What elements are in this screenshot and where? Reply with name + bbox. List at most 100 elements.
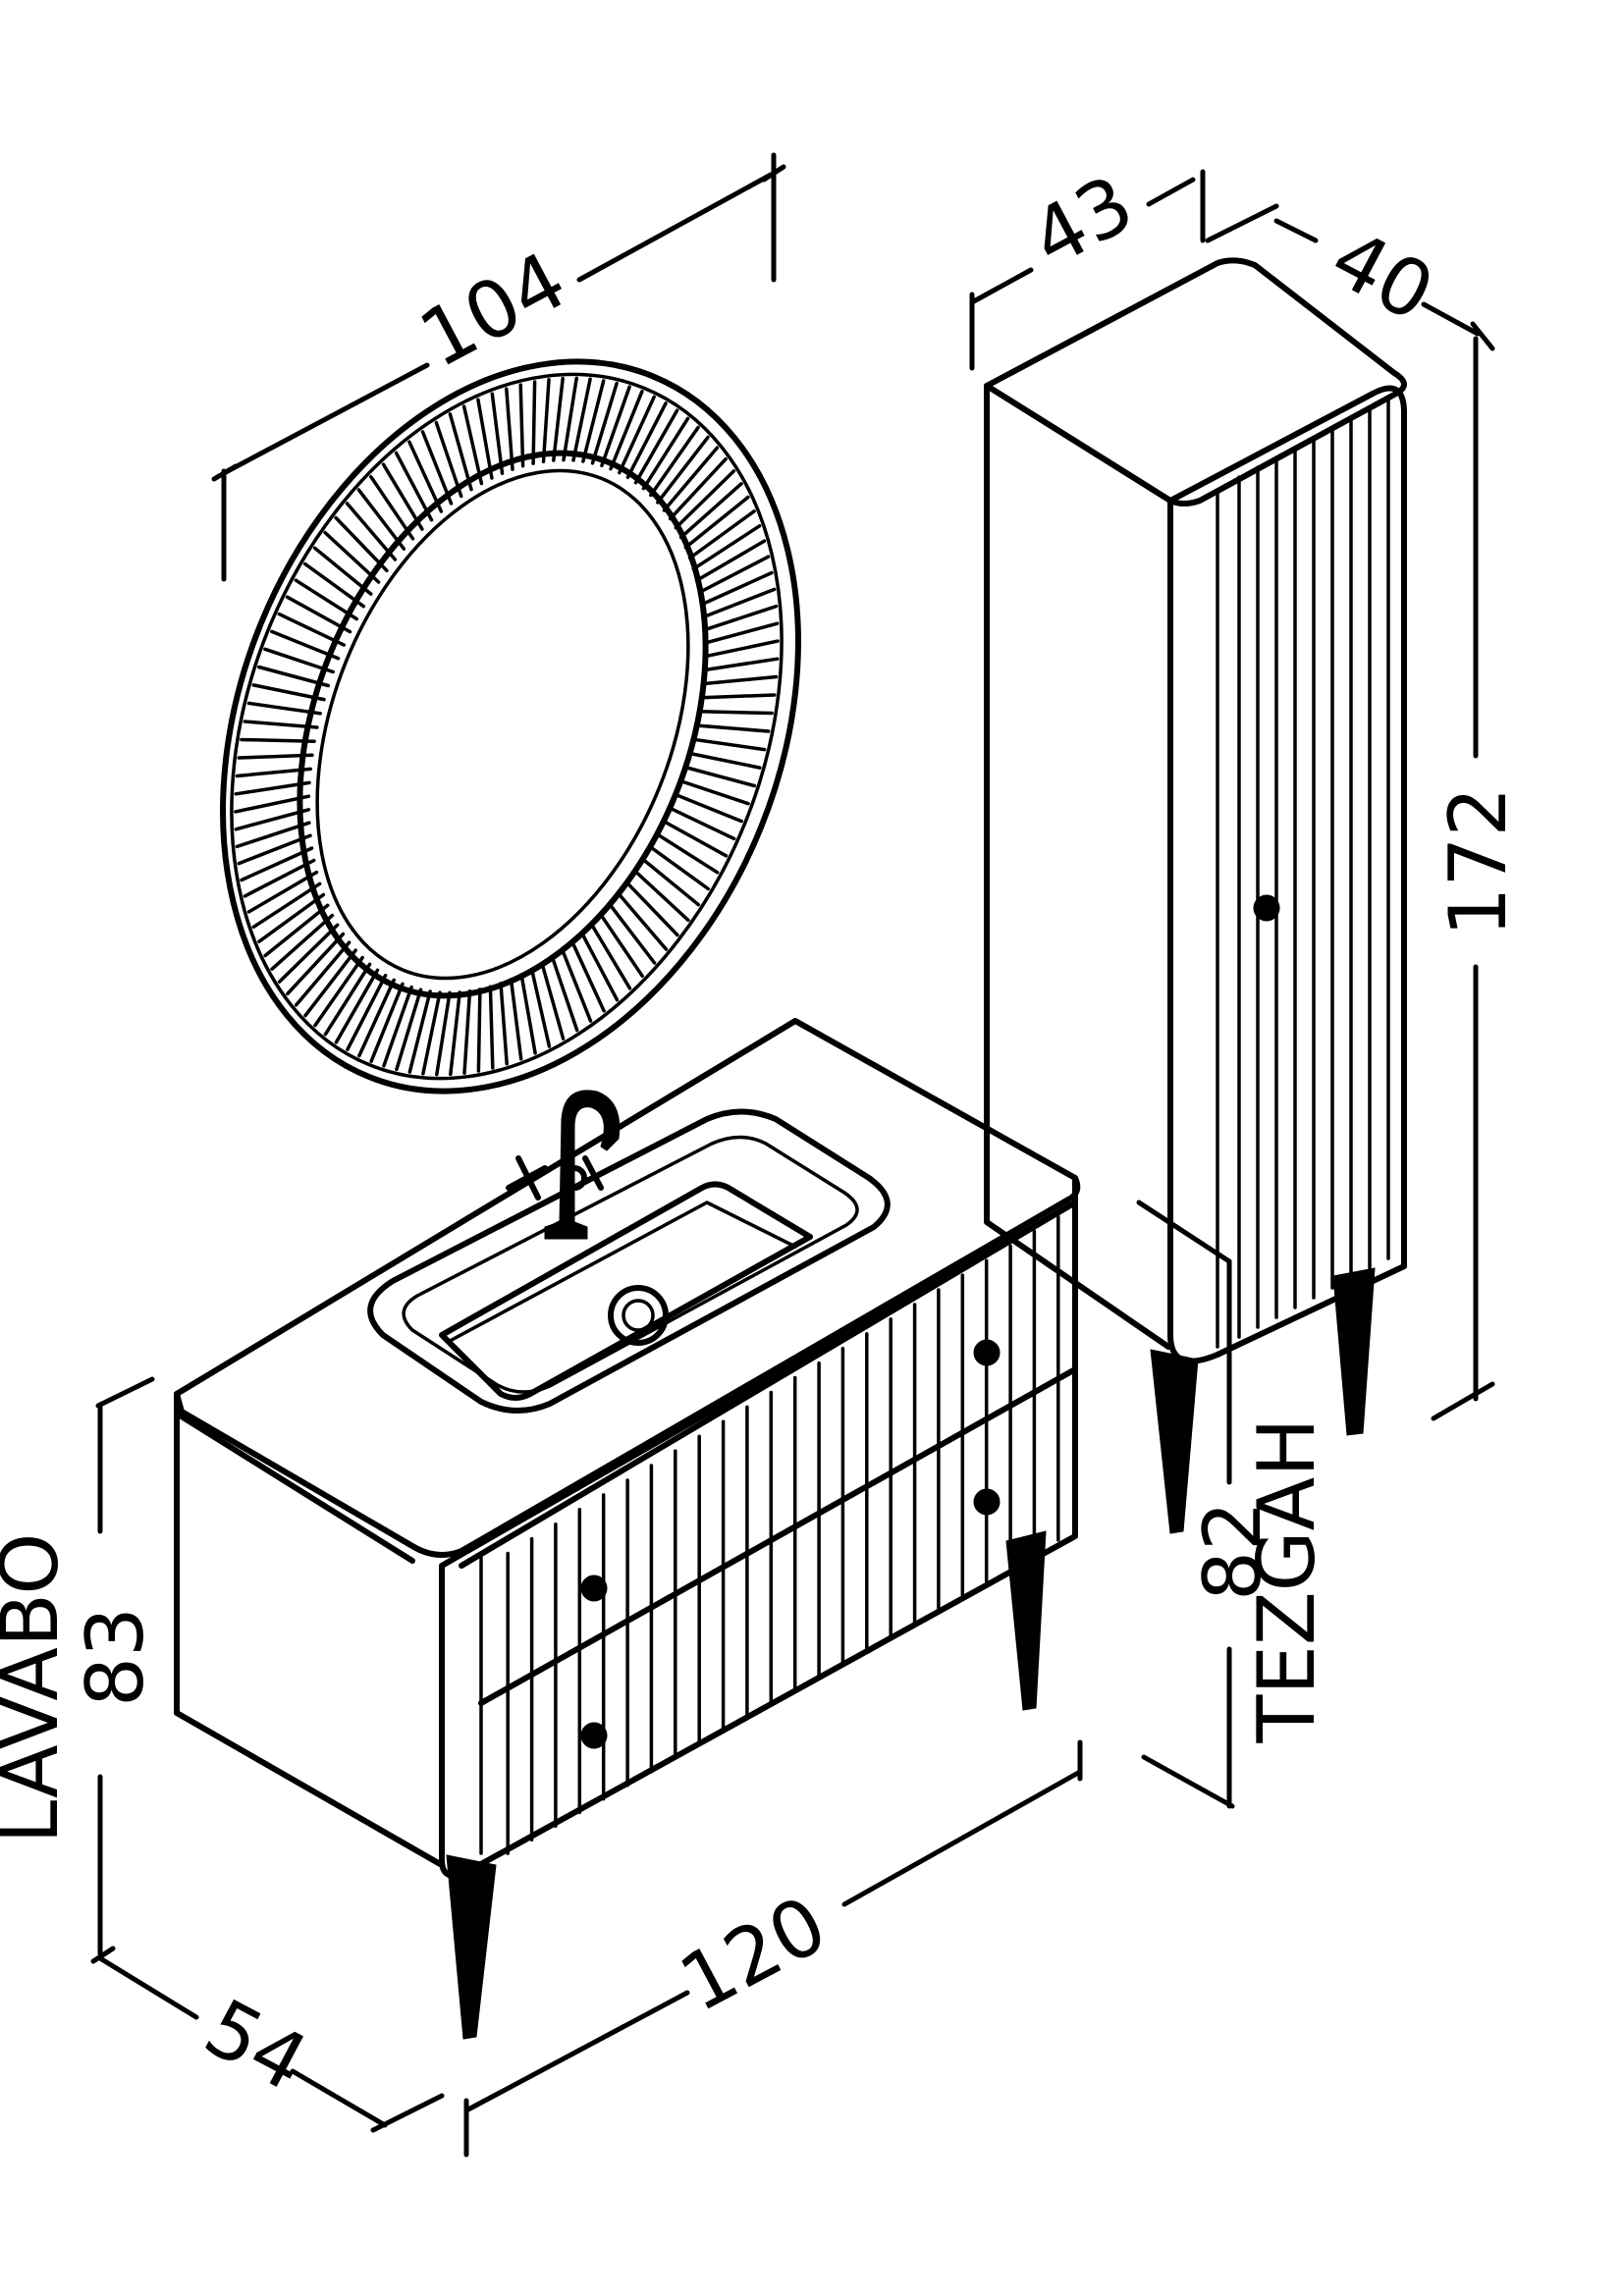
basin-inner-bowl xyxy=(439,1181,813,1401)
mirror-ray xyxy=(687,751,762,770)
drawer-knob-lower-right xyxy=(973,1488,1001,1516)
mirror-ray xyxy=(277,923,340,984)
mirror-ray xyxy=(246,870,319,914)
mirror-ray xyxy=(616,891,669,951)
basin-outer-rim xyxy=(367,1108,891,1415)
cabinet-leg-right xyxy=(1332,1267,1376,1436)
vanity-drawer-flutes xyxy=(506,1214,1060,1855)
mirror-ray xyxy=(632,869,690,923)
mirror-ray xyxy=(678,482,743,540)
mirror-ray xyxy=(674,469,736,530)
mirror-ray xyxy=(251,881,322,930)
mirror-ray xyxy=(662,446,720,512)
mirror-ray xyxy=(286,932,346,996)
vanity-name-label: LAVABO xyxy=(0,1533,76,1844)
mirror-ray xyxy=(552,376,565,462)
mirror-ray xyxy=(682,765,757,788)
mirror-ray xyxy=(235,767,312,778)
mirror-ray xyxy=(519,973,537,1055)
mirror-ray xyxy=(256,665,331,688)
mirror-ray xyxy=(702,621,780,645)
mirror-ray xyxy=(488,985,495,1070)
mirror-ray xyxy=(237,753,314,760)
tall-cabinet xyxy=(984,257,1407,1534)
mirror-ray xyxy=(369,982,405,1063)
mirror-ray xyxy=(702,639,780,659)
mirror-ray xyxy=(345,502,398,561)
mirror-ray xyxy=(640,857,701,907)
mirror-ray xyxy=(246,701,322,716)
mirror-ray xyxy=(237,833,312,866)
mirror-ray xyxy=(697,555,771,595)
mirror-ray xyxy=(667,806,736,841)
mirror-ray xyxy=(529,967,552,1048)
mirror-ray xyxy=(607,902,657,965)
drawer-knob-upper-right xyxy=(973,1339,1001,1366)
mirror-ray xyxy=(303,948,357,1018)
vanity-leg-right xyxy=(1005,1530,1047,1711)
mirror-ray xyxy=(541,378,551,463)
cabinet-knob xyxy=(1253,894,1280,922)
mirror-ray xyxy=(357,978,396,1058)
cabinet-height-label: 172 xyxy=(1433,787,1524,937)
mirror-ray xyxy=(285,595,352,634)
mirror-ray xyxy=(697,710,774,716)
mirror-ray xyxy=(571,377,592,462)
mirror-ray xyxy=(589,922,632,990)
basin-faucet xyxy=(506,1090,621,1240)
mirror-ray xyxy=(270,913,335,971)
mirror-ray xyxy=(381,462,424,531)
mirror-ray xyxy=(694,539,767,583)
mirror-ray xyxy=(625,401,668,480)
mirror-ray xyxy=(505,387,514,471)
mirror-ray xyxy=(499,982,509,1066)
mirror-ray xyxy=(323,962,372,1037)
mirror-ray xyxy=(600,385,631,468)
mirror-ray xyxy=(569,939,606,1013)
mirror-ray xyxy=(257,892,326,943)
mirror-ray xyxy=(394,451,434,522)
mirror-ray xyxy=(243,858,316,898)
mirror-ray xyxy=(263,903,330,958)
mirror-ray xyxy=(240,846,314,882)
mirror-ray xyxy=(243,720,319,729)
round-mirror xyxy=(220,358,801,1095)
mirror-ray xyxy=(234,780,311,796)
mirror-ray xyxy=(678,778,750,806)
vanity-unit xyxy=(174,1018,1081,2040)
cabinet-door-flutes xyxy=(1237,397,1390,1339)
mirror-ray xyxy=(235,821,311,849)
mirror-ray xyxy=(683,495,750,550)
mirror-ray xyxy=(490,392,505,475)
mirror-ray xyxy=(461,404,484,486)
mirror-ray xyxy=(624,880,679,937)
mirror-ray xyxy=(618,395,656,475)
cabinet-depth-top-label: 43 xyxy=(1016,158,1148,286)
mirror-ray xyxy=(694,723,771,733)
mirror-ray xyxy=(518,383,525,468)
vanity-leg-front xyxy=(446,1854,497,2040)
mirror-ray xyxy=(655,831,720,875)
mirror-ray xyxy=(581,379,606,463)
mirror-ray xyxy=(313,955,364,1028)
mirror-ray xyxy=(395,988,423,1072)
cabinet-leg-left xyxy=(1150,1349,1199,1534)
mirror-ray xyxy=(407,989,432,1074)
mirror-ray xyxy=(702,657,780,672)
drawer-knob-upper-left xyxy=(580,1575,608,1602)
mirror-ray xyxy=(251,683,326,702)
mirror-ray xyxy=(369,474,415,541)
mirror-ray xyxy=(270,629,341,661)
mirror-ray xyxy=(609,390,644,471)
mirror-ray xyxy=(598,912,644,979)
mirror-ray xyxy=(641,416,690,491)
dimension-lines xyxy=(90,152,1495,2158)
mirror-ray xyxy=(531,380,537,465)
vanity-width-label: 120 xyxy=(666,1879,840,2030)
mirror-ray xyxy=(691,523,762,571)
mirror-ray xyxy=(476,398,494,480)
mirror-ray xyxy=(560,947,593,1023)
mirror-ray xyxy=(590,381,619,465)
vanity-depth-label: 54 xyxy=(190,1982,322,2109)
